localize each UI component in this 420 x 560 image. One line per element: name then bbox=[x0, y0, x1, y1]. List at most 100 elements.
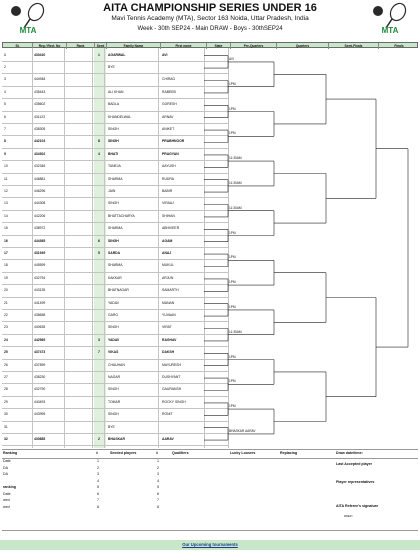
player-reps-label: Player representatives bbox=[336, 480, 375, 484]
row-number: 17 bbox=[4, 250, 8, 255]
column-divider bbox=[228, 48, 229, 448]
row-family-name: BHATI bbox=[108, 151, 119, 156]
row-divider bbox=[2, 296, 228, 298]
column-divider bbox=[104, 48, 105, 448]
row-divider bbox=[2, 60, 228, 62]
row-first-name: ROCKY SINGH bbox=[162, 399, 186, 404]
row-first-name: DAKSH bbox=[162, 350, 175, 355]
seed-number: 6 bbox=[97, 491, 99, 496]
row-number: 23 bbox=[4, 325, 8, 330]
row-reg-no: 443995 bbox=[34, 412, 46, 417]
row-seed: 4 bbox=[98, 151, 100, 156]
row-divider bbox=[2, 246, 228, 248]
row-divider bbox=[2, 222, 228, 224]
row-reg-no: 432790 bbox=[34, 387, 46, 392]
table-header-row: St. Reg / Rect. No Rank Seed Family Name… bbox=[2, 42, 418, 49]
referee-signature-value: #REF! bbox=[344, 514, 353, 518]
row-divider bbox=[2, 122, 228, 124]
row-first-name: BABIR bbox=[162, 188, 173, 193]
row-reg-no: 432346 bbox=[34, 164, 46, 169]
row-reg-no: 431949 bbox=[34, 250, 46, 255]
seed-number: 1 bbox=[97, 459, 99, 463]
footer-left-item: wed bbox=[3, 504, 10, 509]
column-divider bbox=[92, 48, 93, 448]
row-family-name: VIKAS bbox=[108, 350, 119, 355]
row-seed: 6 bbox=[98, 238, 100, 243]
row-family-name: TOMAR bbox=[108, 399, 121, 404]
qualifier-number: 7 bbox=[157, 498, 159, 502]
row-reg-no: 442569 bbox=[34, 337, 46, 342]
footer-left-item: DA bbox=[3, 465, 8, 470]
row-first-name: VIRAAJ bbox=[162, 201, 174, 206]
row-first-name: PRAGYAN bbox=[162, 151, 179, 156]
prequarter-label: 11:30AM bbox=[229, 180, 242, 185]
row-family-name: SINGH bbox=[108, 238, 119, 243]
col-state: State bbox=[207, 43, 231, 49]
row-family-name: AGARWAL bbox=[108, 52, 126, 57]
row-divider bbox=[2, 234, 228, 236]
row-first-name: DUSHYANT bbox=[162, 374, 181, 379]
row-divider bbox=[2, 184, 228, 186]
seed-number: 3 bbox=[97, 472, 99, 476]
row-family-name: JAIN bbox=[108, 188, 116, 193]
row-number: 18 bbox=[4, 263, 8, 268]
footer-ranking-label: Ranking bbox=[3, 451, 18, 455]
row-first-name: ARJUN bbox=[162, 275, 174, 280]
row-first-name: YUVAAN bbox=[162, 312, 176, 317]
row-number: 27 bbox=[4, 374, 8, 379]
row-seed: 3 bbox=[98, 337, 100, 342]
row-family-name: SINGH bbox=[108, 325, 119, 330]
row-divider bbox=[2, 432, 228, 434]
row-first-name: GORESH bbox=[162, 102, 177, 107]
row-divider bbox=[2, 85, 228, 87]
qualifier-number: 4 bbox=[157, 478, 159, 483]
row-reg-no: 443135 bbox=[34, 288, 46, 293]
col-seed: Seed bbox=[95, 43, 107, 49]
prequarter-label: 11:30AM bbox=[229, 205, 242, 210]
row-first-name: ANAJ bbox=[162, 250, 172, 255]
row-divider bbox=[2, 445, 228, 447]
row-first-name: GAURANSH bbox=[162, 387, 182, 392]
row-number: 21 bbox=[4, 300, 8, 305]
row-reg-no: 434302 bbox=[34, 151, 46, 156]
row-divider bbox=[2, 209, 228, 211]
row-number: 9 bbox=[4, 151, 6, 156]
referee-signature-label: AITA Referee's signature bbox=[336, 504, 379, 508]
row-first-name: MUKUL bbox=[162, 263, 174, 268]
row-divider bbox=[2, 98, 228, 100]
row-number: 25 bbox=[4, 350, 8, 355]
col-finals: Finals bbox=[394, 44, 404, 48]
upcoming-tournaments-link[interactable]: Our Upcoming tournaments bbox=[182, 542, 238, 547]
row-number: 2 bbox=[4, 64, 6, 69]
prequarter-label: 1PM bbox=[229, 106, 236, 111]
row-number: 20 bbox=[4, 288, 8, 293]
prequarter-label: 11:30AM bbox=[229, 329, 242, 334]
row-divider bbox=[2, 408, 228, 410]
row-reg-no: 440493 bbox=[34, 399, 46, 404]
footer-divider-top bbox=[2, 449, 418, 450]
seed-number: 7 bbox=[97, 498, 99, 502]
row-first-name: SHIHAN bbox=[162, 213, 175, 218]
row-divider bbox=[2, 271, 228, 273]
col-quarters: Quarters bbox=[277, 43, 329, 49]
row-family-name: KHANDELWAL bbox=[108, 114, 131, 119]
footer-left-item: Date bbox=[3, 491, 11, 496]
row-first-name: MANAN bbox=[162, 300, 175, 305]
footer-divider-2 bbox=[2, 458, 418, 459]
row-family-name: SHARMA bbox=[108, 226, 123, 231]
row-first-name: SAMARTH bbox=[162, 288, 179, 293]
row-seed: 7 bbox=[98, 350, 100, 355]
row-number: 26 bbox=[4, 362, 8, 367]
row-divider bbox=[2, 147, 228, 149]
row-family-name: YADAV bbox=[108, 300, 119, 305]
row-reg-no: 437473 bbox=[34, 350, 46, 355]
qualifier-number: 3 bbox=[157, 472, 159, 476]
row-number: 19 bbox=[4, 275, 8, 280]
row-number: 32 bbox=[4, 436, 8, 441]
row-family-name: SARDA bbox=[108, 250, 121, 255]
prequarter-label: 1PM bbox=[229, 280, 236, 285]
qualifier-number: 1 bbox=[157, 459, 159, 463]
lucky-losers-title: Lucky Loosers bbox=[230, 451, 256, 455]
column-divider bbox=[64, 48, 65, 448]
col-first: First name bbox=[161, 43, 207, 49]
